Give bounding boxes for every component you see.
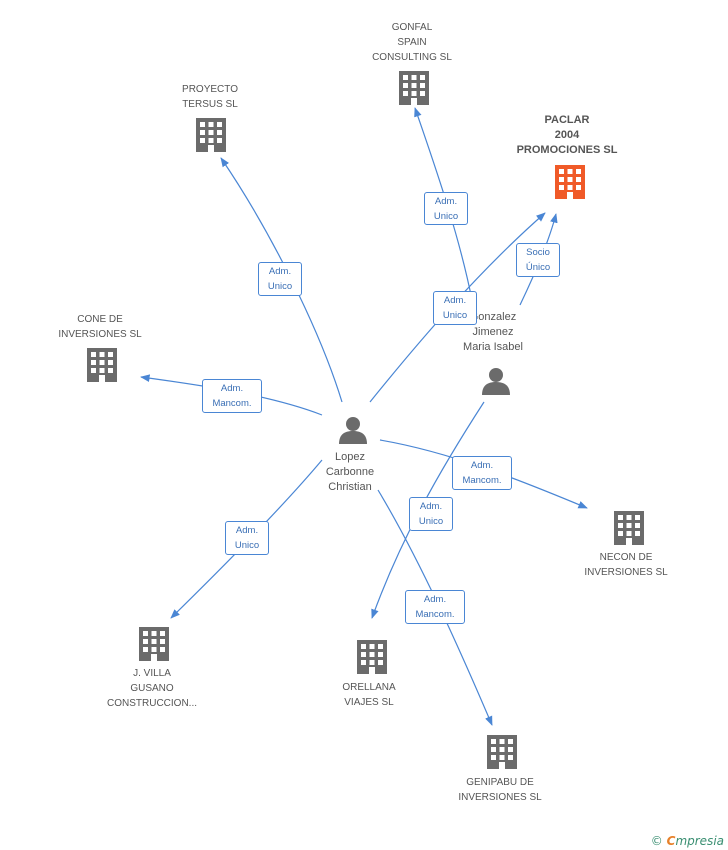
orellana-building-icon[interactable]	[357, 640, 387, 674]
necon-building-icon[interactable]	[614, 511, 644, 545]
paclar-building-icon[interactable]	[555, 165, 585, 199]
edge-label-line: Unico	[442, 310, 468, 321]
edge-label-line: Unico	[267, 281, 293, 292]
edge-label-line: Mancom.	[415, 609, 455, 620]
edge-label-proyecto[interactable]: Adm. Unico	[258, 262, 302, 296]
proyecto-label-line: PROYECTO	[182, 84, 238, 95]
edge-label-jvilla[interactable]: Adm. Unico	[225, 521, 269, 555]
lopez-label-line: Christian	[328, 481, 372, 493]
edge-label-line: Adm.	[443, 295, 467, 306]
lopez-label-line: Carbonne	[325, 466, 375, 478]
cone-label[interactable]: CONE DE INVERSIONES SL	[38, 312, 162, 342]
paclar-label-line: 2004	[554, 129, 580, 141]
paclar-label-line: PACLAR	[544, 114, 590, 126]
paclar-label-line: PROMOCIONES SL	[516, 144, 618, 156]
gonfal-label-line: SPAIN	[397, 37, 427, 48]
paclar-label[interactable]: PACLAR 2004 PROMOCIONES SL	[502, 113, 632, 158]
gonzalez-label-line: Gonzalez	[469, 311, 517, 323]
jvilla-label-line: J. VILLA	[133, 668, 171, 679]
genipabu-label[interactable]: GENIPABU DE INVERSIONES SL	[440, 775, 560, 805]
edge-label-genipabu[interactable]: Adm. Mancom.	[405, 590, 465, 624]
edge-label-necon[interactable]: Adm. Mancom.	[452, 456, 512, 490]
edge-label-cone[interactable]: Adm. Mancom.	[202, 379, 262, 413]
cone-building-icon[interactable]	[87, 348, 117, 382]
genipabu-building-icon[interactable]	[487, 735, 517, 769]
cone-label-line: CONE DE	[77, 314, 123, 325]
jvilla-label[interactable]: J. VILLA GUSANO CONSTRUCCION...	[92, 666, 212, 711]
gonzalez-label[interactable]: Gonzalez Jimenez Maria Isabel	[443, 310, 543, 355]
gonzalez-person-icon[interactable]	[482, 368, 510, 395]
gonfal-label-line: CONSULTING SL	[372, 52, 452, 63]
orellana-label[interactable]: ORELLANA VIAJES SL	[319, 680, 419, 710]
gonzalez-label-line: Jimenez	[472, 326, 514, 338]
edge-label-paclar-adm[interactable]: Adm. Unico	[433, 291, 477, 325]
necon-label[interactable]: NECON DE INVERSIONES SL	[566, 550, 686, 580]
edge-label-line: Único	[525, 262, 551, 273]
edge-label-line: Adm.	[434, 196, 458, 207]
edge-label-line: Adm.	[423, 594, 447, 605]
edge-label-line: Adm.	[235, 525, 259, 536]
lopez-label-line: Lopez	[335, 451, 365, 463]
edge-label-line: Adm.	[470, 460, 494, 471]
jvilla-building-icon[interactable]	[139, 627, 169, 661]
edge-label-line: Unico	[234, 540, 260, 551]
necon-label-line: INVERSIONES SL	[584, 567, 668, 578]
necon-label-line: NECON DE	[599, 552, 653, 563]
jvilla-label-line: CONSTRUCCION...	[107, 698, 197, 709]
proyecto-building-icon[interactable]	[196, 118, 226, 152]
edge-label-gonfal[interactable]: Adm. Unico	[424, 192, 468, 225]
cone-label-line: INVERSIONES SL	[58, 329, 142, 340]
brand-logo-text: mpresia	[675, 834, 724, 848]
edge-label-orellana[interactable]: Adm. Unico	[409, 497, 453, 531]
proyecto-label[interactable]: PROYECTO TERSUS SL	[150, 82, 270, 112]
edge-label-line: Mancom.	[462, 475, 502, 486]
gonfal-building-icon[interactable]	[399, 71, 429, 105]
lopez-person-icon[interactable]	[339, 417, 367, 444]
edge-label-line: Adm.	[268, 266, 292, 277]
copyright-symbol: ©	[650, 834, 663, 848]
edge-label-line: Unico	[433, 211, 459, 222]
gonfal-label[interactable]: GONFAL SPAIN CONSULTING SL	[352, 20, 472, 65]
copyright-notice[interactable]: © Cmpresia	[651, 834, 724, 848]
edge-label-paclar-socio[interactable]: Socio Único	[516, 243, 560, 277]
orellana-label-line: VIAJES SL	[344, 697, 394, 708]
lopez-label[interactable]: Lopez Carbonne Christian	[300, 450, 400, 495]
genipabu-label-line: INVERSIONES SL	[458, 792, 542, 803]
gonfal-label-line: GONFAL	[391, 22, 433, 33]
edge-label-line: Adm.	[220, 383, 244, 394]
jvilla-label-line: GUSANO	[130, 683, 174, 694]
orellana-label-line: ORELLANA	[342, 682, 396, 693]
edge-label-line: Socio	[526, 247, 550, 258]
edge-label-line: Unico	[418, 516, 444, 527]
edge-label-line: Adm.	[419, 501, 443, 512]
brand-logo-e: C	[666, 834, 676, 848]
edge-label-line: Mancom.	[212, 398, 252, 409]
gonzalez-label-line: Maria Isabel	[463, 341, 523, 353]
proyecto-label-line: TERSUS SL	[182, 99, 238, 110]
genipabu-label-line: GENIPABU DE	[466, 777, 534, 788]
